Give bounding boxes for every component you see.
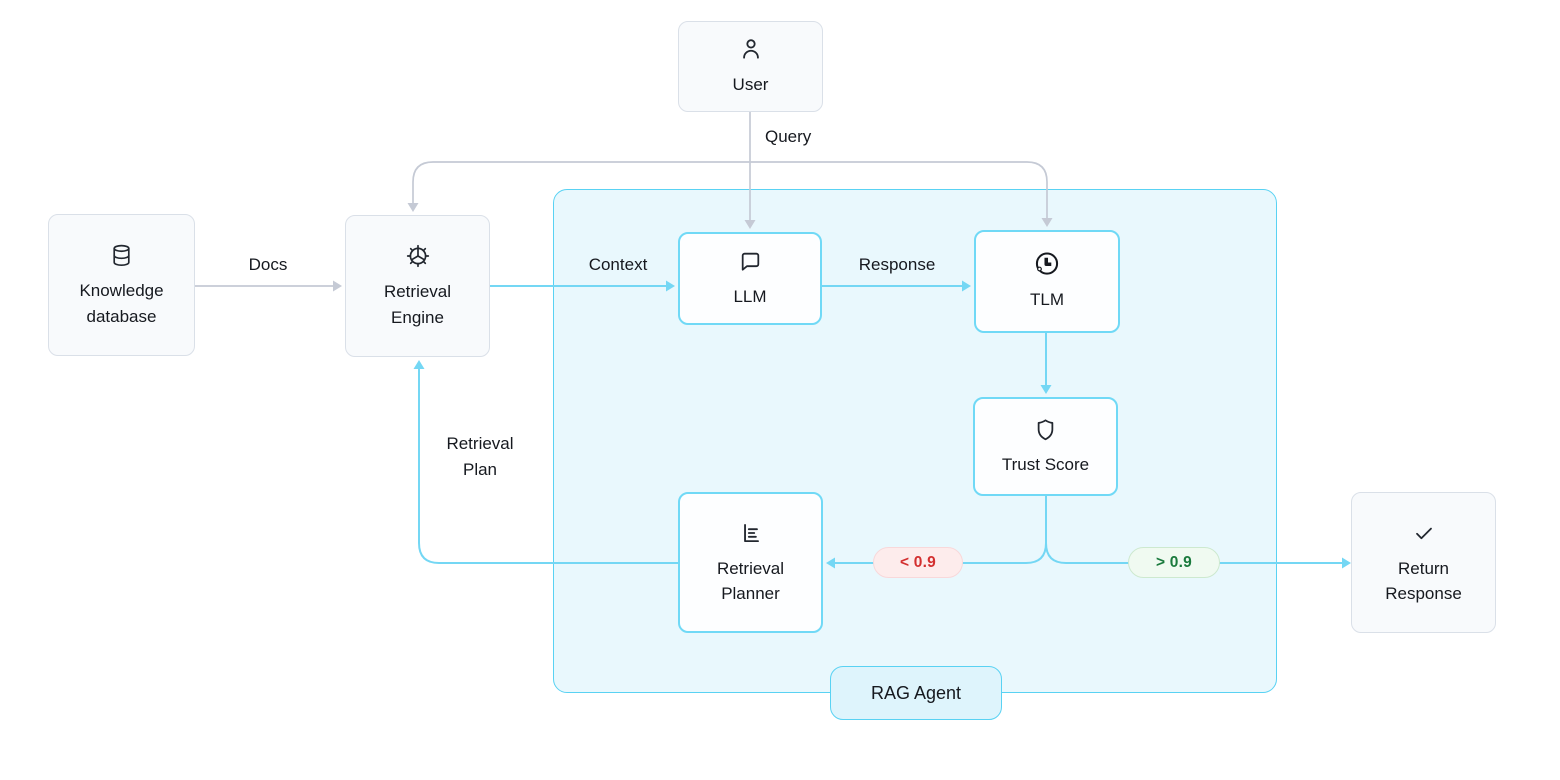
node-label: User xyxy=(732,75,769,95)
node-return-response: Return Response xyxy=(1351,492,1496,633)
node-llm: LLM xyxy=(678,232,822,325)
node-label: LLM xyxy=(733,287,767,307)
badge-trust-above: > 0.9 xyxy=(1128,547,1220,578)
edge-label-docs: Docs xyxy=(248,255,288,274)
chat-bubble-icon xyxy=(738,247,763,275)
edge-label-response: Response xyxy=(858,255,936,274)
arrowhead xyxy=(413,360,425,369)
arrowhead xyxy=(1342,557,1351,569)
node-tlm: TLM xyxy=(974,230,1120,333)
node-label: TLM xyxy=(1030,290,1064,310)
edge-label-retrieval-plan: Retrieval Plan xyxy=(446,434,514,479)
node-label: Knowledge database xyxy=(79,281,164,326)
node-label: Trust Score xyxy=(1001,455,1090,475)
arrowhead xyxy=(826,557,835,569)
user-icon xyxy=(738,35,764,63)
node-user: User xyxy=(678,21,823,112)
arrowhead xyxy=(962,280,971,292)
edge-query-branch xyxy=(412,161,1048,224)
badge-trust-below: < 0.9 xyxy=(873,547,963,578)
node-retrieval-engine: Retrieval Engine xyxy=(345,215,490,357)
arrowhead xyxy=(1040,385,1052,394)
edge-trustscore-return xyxy=(1045,496,1344,564)
arrowhead xyxy=(407,203,419,212)
check-icon xyxy=(1412,519,1436,547)
node-trust-score: Trust Score xyxy=(973,397,1118,496)
rag-agent-label: RAG Agent xyxy=(830,666,1002,720)
node-retrieval-planner: Retrieval Planner xyxy=(678,492,823,633)
arrowhead xyxy=(1041,218,1053,227)
node-knowledge-database: Knowledge database xyxy=(48,214,195,356)
tlm-logo-icon xyxy=(1032,250,1062,278)
gear-icon xyxy=(404,242,432,270)
node-label: Retrieval Planner xyxy=(716,558,785,604)
edge-label-query: Query xyxy=(765,127,812,146)
database-icon xyxy=(109,241,134,269)
arrowhead xyxy=(333,280,342,292)
node-label: Return Response xyxy=(1385,558,1462,604)
edge-label-context: Context xyxy=(588,255,648,274)
arrowhead xyxy=(666,280,675,292)
bar-chart-icon xyxy=(738,519,764,547)
shield-icon xyxy=(1033,415,1058,443)
edge-planner-engine xyxy=(418,364,678,564)
arrowhead xyxy=(744,220,756,229)
node-label: Retrieval Engine xyxy=(383,282,452,327)
rag-agent-container xyxy=(553,189,1277,693)
